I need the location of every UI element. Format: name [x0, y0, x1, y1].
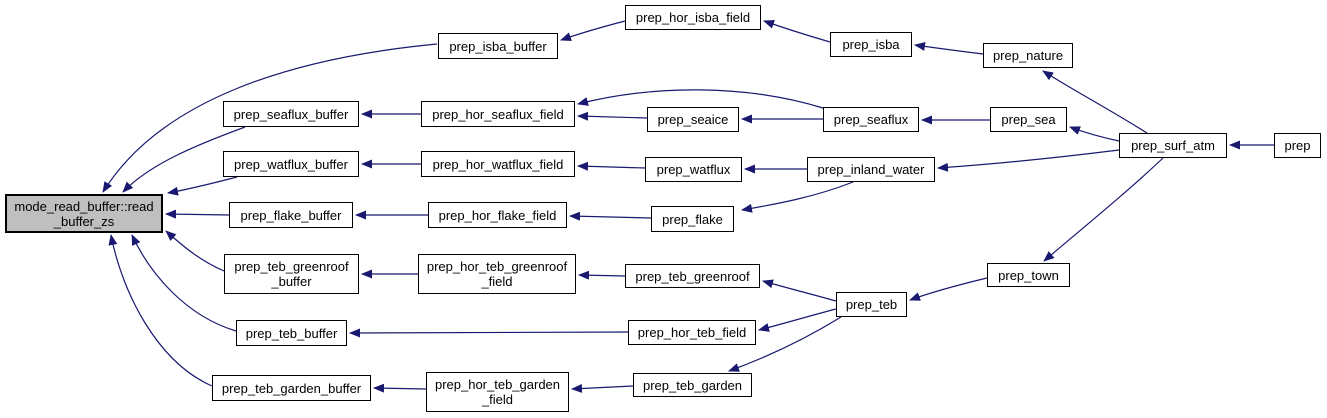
edge-prep-teb-buffer-to-read-buffer-zs: [131, 234, 237, 332]
node-prep-hor-teb-garden-field[interactable]: prep_hor_teb_garden _field: [426, 372, 569, 412]
node-prep-nature[interactable]: prep_nature: [983, 43, 1073, 68]
node-prep-hor-isba-field[interactable]: prep_hor_isba_field: [625, 5, 761, 30]
edge-prep-watflux-buffer-to-read-buffer-zs: [167, 176, 238, 196]
edge-prep-teb-to-prep-teb-garden: [728, 316, 842, 372]
edge-prep-flake-buffer-to-read-buffer-zs: [165, 209, 230, 219]
node-prep-seaflux-buffer[interactable]: prep_seaflux_buffer: [223, 101, 359, 127]
node-prep-flake-buffer[interactable]: prep_flake_buffer: [229, 202, 353, 228]
edge-prep-isba-buffer-to-read-buffer-zs: [102, 43, 438, 193]
node-prep-surf-atm[interactable]: prep_surf_atm: [1119, 133, 1227, 158]
edge-prep-teb-greenroof-to-prep-hor-teb-greenroof-field: [578, 270, 626, 280]
node-prep-hor-teb-greenroof-field[interactable]: prep_hor_teb_greenroof _field: [418, 254, 576, 294]
node-prep-hor-flake-field[interactable]: prep_hor_flake_field: [428, 202, 567, 228]
edge-prep-hor-teb-garden-field-to-prep-teb-garden-buffer: [373, 383, 427, 393]
node-prep-teb-greenroof[interactable]: prep_teb_greenroof: [625, 264, 760, 288]
edge-prep-seaice-to-prep-hor-seaflux-field: [577, 111, 648, 121]
node-prep-inland-water[interactable]: prep_inland_water: [807, 157, 935, 182]
edge-prep-inland-water-to-prep-flake: [741, 181, 854, 213]
edge-prep-surf-atm-to-prep-nature: [1042, 70, 1148, 134]
node-prep-teb-garden[interactable]: prep_teb_garden: [633, 373, 752, 397]
node-prep-hor-seaflux-field[interactable]: prep_hor_seaflux_field: [421, 101, 575, 127]
node-read-buffer-zs: mode_read_buffer::read _buffer_zs: [5, 194, 163, 233]
edge-prep-isba-to-prep-hor-isba-field: [763, 20, 831, 43]
node-prep-watflux[interactable]: prep_watflux: [645, 157, 742, 182]
node-prep-watflux-buffer[interactable]: prep_watflux_buffer: [223, 151, 359, 177]
node-prep-flake[interactable]: prep_flake: [651, 206, 734, 232]
node-prep-sea[interactable]: prep_sea: [990, 107, 1067, 132]
edge-prep-nature-to-prep-isba: [914, 41, 984, 55]
edge-prep-surf-atm-to-prep-town: [1043, 157, 1164, 262]
edge-prep-surf-atm-to-prep-inland-water: [937, 149, 1120, 172]
edge-prep-teb-greenroof-buffer-to-read-buffer-zs: [165, 230, 225, 272]
edge-prep-town-to-prep-teb: [909, 277, 988, 301]
node-prep-isba-buffer[interactable]: prep_isba_buffer: [438, 33, 558, 59]
node-prep-seaice[interactable]: prep_seaice: [647, 107, 739, 132]
edge-prep-hor-isba-field-to-prep-isba-buffer: [560, 20, 626, 41]
edge-prep-teb-garden-buffer-to-read-buffer-zs: [108, 234, 213, 387]
edge-prep-teb-to-prep-teb-greenroof: [762, 279, 837, 302]
node-prep-isba[interactable]: prep_isba: [830, 32, 912, 57]
node-prep-teb-garden-buffer[interactable]: prep_teb_garden_buffer: [212, 375, 371, 401]
node-prep-teb-greenroof-buffer[interactable]: prep_teb_greenroof _buffer: [224, 254, 359, 294]
node-prep-teb-buffer[interactable]: prep_teb_buffer: [236, 320, 347, 346]
edge-prep-seaflux-to-prep-hor-seaflux-field: [577, 89, 824, 109]
edge-prep-hor-teb-field-to-prep-teb-buffer: [349, 328, 629, 338]
edge-prep-teb-to-prep-hor-teb-field: [758, 308, 837, 332]
node-prep-hor-watflux-field[interactable]: prep_hor_watflux_field: [421, 151, 575, 177]
node-prep-seaflux[interactable]: prep_seaflux: [823, 107, 919, 132]
node-prep[interactable]: prep: [1274, 133, 1321, 158]
node-prep-hor-teb-field[interactable]: prep_hor_teb_field: [628, 320, 756, 345]
node-prep-town[interactable]: prep_town: [987, 263, 1070, 287]
edge-prep-seaflux-buffer-to-read-buffer-zs: [122, 126, 246, 193]
edge-prep-watflux-to-prep-hor-watflux-field: [577, 161, 646, 171]
edge-prep-teb-garden-to-prep-hor-teb-garden-field: [571, 384, 634, 394]
edge-prep-flake-to-prep-hor-flake-field: [569, 211, 652, 221]
edge-prep-surf-atm-to-prep-sea: [1069, 126, 1120, 142]
node-prep-teb[interactable]: prep_teb: [836, 292, 907, 317]
